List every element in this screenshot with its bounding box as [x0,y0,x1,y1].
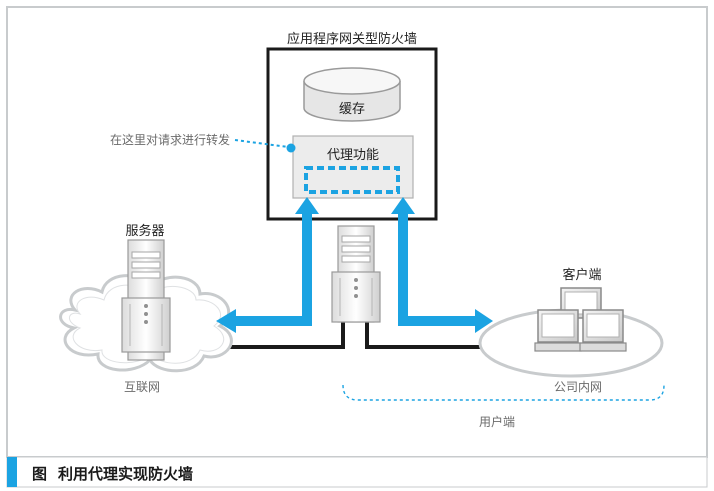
arrow-to-clients [391,197,493,333]
proxy-dashed-region [304,166,400,194]
client-computers-icon [534,287,627,352]
firewall-title: 应用程序网关型防火墙 [287,31,417,47]
intranet-label: 公司内网 [554,380,602,394]
user-side-label: 用户端 [479,414,515,429]
caption-text: 利用代理实现防火墙 [58,465,193,483]
cache-cylinder [303,67,401,122]
caption-accent [7,457,17,487]
internet-label: 互联网 [124,380,160,394]
clients-label: 客户端 [562,267,601,283]
annotation-pointer [234,139,289,148]
server-label: 服务器 [125,223,164,239]
user-side-bracket [342,384,665,401]
annotation-dot [286,143,296,153]
gateway-server-icon [331,225,381,323]
annotation-text: 在这里对请求进行转发 [110,132,230,147]
caption-prefix: 图 [32,465,47,483]
arrow-to-server [216,197,319,333]
internet-cloud-inner [69,284,225,364]
cache-label: 缓存 [339,102,365,117]
proxy-label: 代理功能 [327,148,379,163]
caption-bar [6,456,708,488]
network-cables [225,320,485,349]
server-icon [121,239,171,361]
